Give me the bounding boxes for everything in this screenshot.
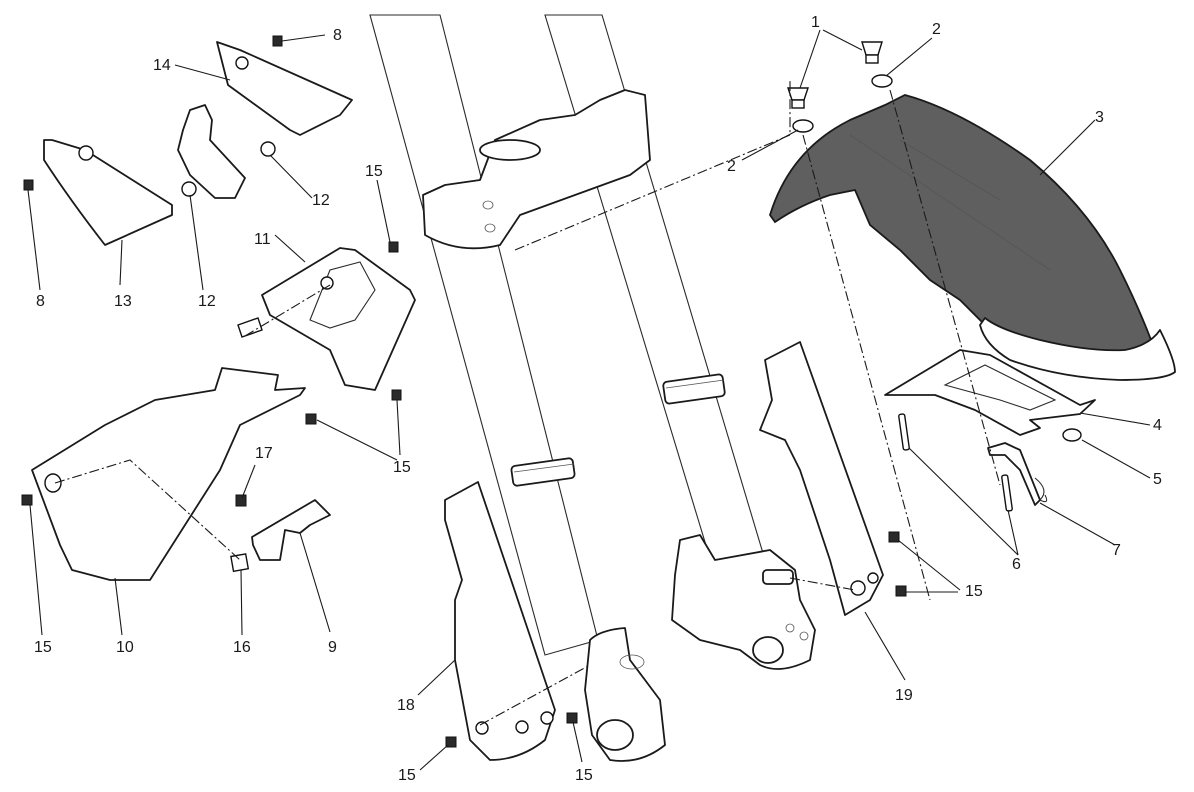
right-fork-guard (759, 341, 884, 616)
front-mudguard (769, 94, 1162, 368)
right-fork-bottom (671, 534, 816, 670)
screw-15-cover-top (388, 241, 399, 253)
headlight-mount-bracket (177, 104, 246, 199)
screw-1a (787, 87, 809, 101)
screw-15-rg-top (888, 531, 900, 543)
callout-15: 15 (34, 639, 52, 656)
brake-hose-clip (987, 442, 1041, 506)
steering-stem-bearing (479, 139, 541, 161)
rubber-pad (1062, 428, 1082, 442)
right-fork-tube (544, 14, 766, 576)
callout-15: 15 (365, 163, 383, 180)
callout-18: 18 (397, 697, 415, 714)
grommet-2b (871, 74, 893, 88)
screw-1b (861, 41, 883, 56)
screw-15-lg-right (566, 712, 578, 724)
callout-17: 17 (255, 445, 273, 462)
mounting-bracket (251, 499, 331, 561)
callout-5: 5 (1153, 471, 1162, 488)
callout-19: 19 (895, 687, 913, 704)
screw-15-side-right (305, 413, 317, 425)
callout-2: 2 (932, 21, 941, 38)
callout-11: 11 (254, 231, 271, 248)
mudguard-lower-lip (979, 317, 1176, 381)
callout-15: 15 (393, 459, 411, 476)
callout-12: 12 (198, 293, 216, 310)
callout-6: 6 (1012, 556, 1021, 573)
callout-3: 3 (1095, 109, 1104, 126)
callout-2: 2 (727, 158, 736, 175)
bolt-left (898, 413, 910, 451)
spacer-12a (260, 141, 276, 157)
callout-15: 15 (965, 583, 983, 600)
callout-9: 9 (328, 639, 337, 656)
callout-8: 8 (36, 293, 45, 310)
callout-8: 8 (333, 27, 342, 44)
callout-15: 15 (398, 767, 416, 784)
front-fork-assembly (369, 14, 816, 762)
left-axle-hole (596, 719, 634, 751)
left-fork-seal (510, 457, 576, 487)
side-cover (31, 367, 306, 581)
pin (237, 317, 263, 338)
mudguard-fasteners (787, 41, 893, 133)
left-fairing-panel (43, 139, 173, 246)
screw-15-side-left (21, 494, 33, 506)
bolt-right (1001, 474, 1013, 512)
callout-14: 14 (153, 57, 171, 74)
callout-labels: 1 2 2 3 4 5 6 7 8 8 9 10 11 12 12 13 14 … (34, 14, 1162, 784)
upper-triple-clamp (422, 89, 651, 250)
callout-15: 15 (575, 767, 593, 784)
right-fairing-panel (216, 41, 353, 136)
screw-8b (23, 179, 34, 191)
screw-8a (272, 35, 283, 47)
screw-15-lg-left (445, 736, 457, 748)
screw-15-cover-bottom (391, 389, 402, 401)
screw-17 (235, 494, 247, 507)
callout-16: 16 (233, 639, 251, 656)
leader-lines (27, 29, 1151, 771)
callout-12: 12 (312, 192, 330, 209)
screw-15-rg-bottom (895, 585, 907, 597)
callout-13: 13 (114, 293, 132, 310)
grommet-2a (792, 119, 814, 133)
callout-1: 1 (811, 14, 820, 31)
spacer-12b (181, 181, 197, 197)
callout-4: 4 (1153, 417, 1162, 434)
right-axle-hole (752, 636, 784, 664)
callout-10: 10 (116, 639, 134, 656)
clip-nut (230, 553, 250, 573)
callout-7: 7 (1112, 542, 1121, 559)
assembly-lines (54, 80, 1001, 726)
left-fork-guard (444, 481, 556, 761)
right-fork-seal (662, 373, 726, 405)
